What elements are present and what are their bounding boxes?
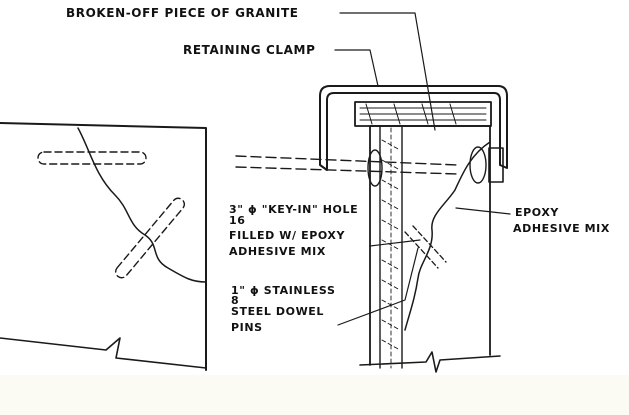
leader-epoxy: [455, 207, 511, 215]
label-dowel-line3: PINS: [231, 321, 263, 334]
label-dowel-line2: STEEL DOWEL: [231, 305, 324, 318]
section-retaining-clamp: [319, 85, 508, 171]
leader-dowel: [337, 247, 419, 326]
elevation-dowel-horizontal: [37, 151, 147, 165]
label-clamp: RETAINING CLAMP: [183, 43, 316, 57]
label-keyin-line1: 3" ϕ "KEY-IN" HOLE: [229, 203, 358, 216]
section-break-line: [359, 351, 501, 373]
leader-clamp: [334, 49, 379, 87]
label-dowel-fraction: 8: [231, 294, 239, 307]
section-granite-cap-hatch: [359, 103, 487, 125]
label-keyin-fraction: 16: [229, 214, 246, 227]
label-granite-piece: BROKEN-OFF PIECE OF GRANITE: [66, 6, 299, 20]
label-epoxy-line2: ADHESIVE MIX: [513, 222, 610, 235]
section-view: [235, 85, 508, 373]
leader-granite: [339, 12, 436, 131]
elevation-panel-outline: [0, 122, 207, 371]
bottom-band: [0, 375, 629, 415]
section-cavity-hatch: [381, 127, 401, 369]
leader-lines: [334, 12, 511, 326]
label-keyin-line2: FILLED W/ EPOXY: [229, 229, 345, 242]
section-epoxy-pad-right: [469, 146, 487, 184]
section-cavity-strip: [379, 125, 403, 369]
leader-keyin: [369, 239, 421, 247]
section-clamp-nut: [488, 147, 504, 183]
section-long-pin: [235, 155, 459, 175]
elevation-break-line: [0, 337, 207, 369]
section-broken-edge: [404, 141, 491, 331]
elevation-crack-line: [77, 127, 207, 283]
elevation-dowel-diagonal: [115, 197, 185, 279]
label-epoxy-line1: EPOXY: [515, 206, 559, 219]
section-keyin-hole: [404, 225, 447, 269]
label-keyin-line3: ADHESIVE MIX: [229, 245, 326, 258]
elevation-view: [0, 122, 207, 371]
section-epoxy-pad-left: [367, 149, 383, 187]
label-dowel-line1: 1" ϕ STAINLESS: [231, 284, 335, 297]
